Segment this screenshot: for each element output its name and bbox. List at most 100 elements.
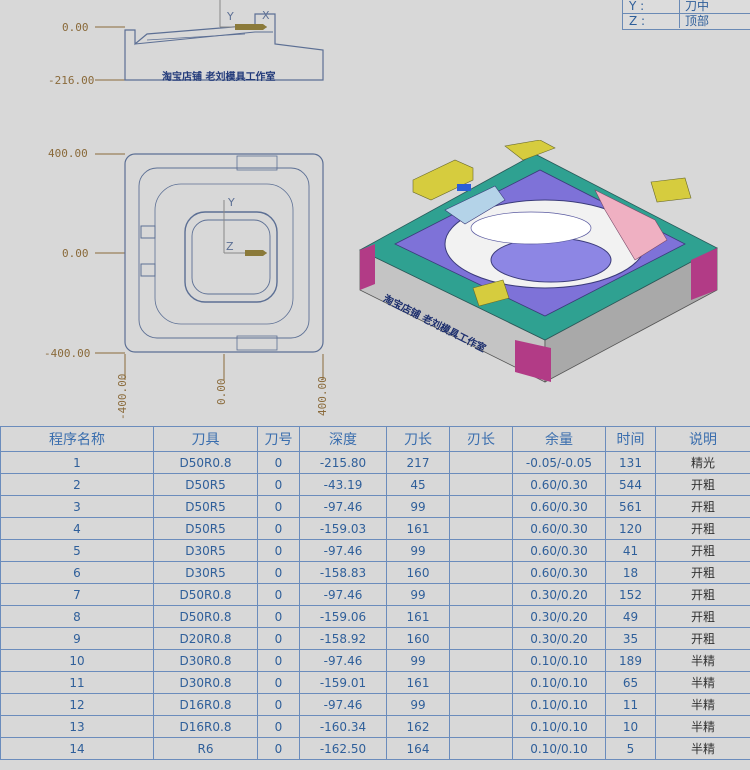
cell-tool-number: 0 [257,627,300,650]
cell-tool: D30R0.8 [153,649,258,672]
cell-depth: -159.03 [299,517,387,540]
top-dim-x-400: 400.00 [316,376,329,416]
cell-tool: D50R5 [153,495,258,518]
table-header-row: 程序名称刀具刀号深度刀长刃长余量时间说明 [0,426,750,452]
cell-program-name: 3 [0,495,154,518]
cell-flute-length [449,715,513,738]
cell-tool: D50R0.8 [153,605,258,628]
cell-tool-number: 0 [257,649,300,672]
cell-flute-length [449,693,513,716]
cell-description: 开粗 [655,583,750,606]
cell-tool-length: 161 [386,517,450,540]
cell-depth: -43.19 [299,473,387,496]
cell-tool-length: 161 [386,605,450,628]
cell-stock: 0.60/0.30 [512,473,606,496]
cell-stock: 0.10/0.10 [512,737,606,760]
top-dim-y-neg400: -400.00 [44,347,91,360]
top-dim-y-400: 400.00 [48,147,88,160]
cell-tool: D16R0.8 [153,715,258,738]
cell-time: 544 [605,473,656,496]
cell-tool-length: 161 [386,671,450,694]
cell-tool-length: 99 [386,539,450,562]
cell-flute-length [449,649,513,672]
cell-depth: -97.46 [299,583,387,606]
cell-description: 精光 [655,451,750,474]
cell-stock: 0.30/0.20 [512,605,606,628]
cell-program-name: 2 [0,473,154,496]
cell-depth: -97.46 [299,495,387,518]
top-dim-y-0: 0.00 [62,247,89,260]
cell-depth: -215.80 [299,451,387,474]
cell-flute-length [449,627,513,650]
cell-tool-length: 160 [386,627,450,650]
cell-tool: D50R5 [153,517,258,540]
cell-stock: 0.10/0.10 [512,671,606,694]
front-view-drawing [95,0,324,81]
header-flute-length: 刃长 [449,426,513,452]
top-view-drawing [95,153,324,380]
cell-tool: D20R0.8 [153,627,258,650]
cell-flute-length [449,583,513,606]
coordinate-legend: Y : 刀中 Z : 顶部 [622,0,750,30]
cell-depth: -159.06 [299,605,387,628]
cell-stock: 0.60/0.30 [512,495,606,518]
cell-flute-length [449,737,513,760]
cell-tool-number: 0 [257,583,300,606]
cell-depth: -158.92 [299,627,387,650]
cell-tool-number: 0 [257,561,300,584]
cell-time: 131 [605,451,656,474]
cell-description: 半精 [655,715,750,738]
header-tool-number: 刀号 [257,426,300,452]
cell-time: 41 [605,539,656,562]
cell-tool-number: 0 [257,605,300,628]
cell-tool: D16R0.8 [153,693,258,716]
cell-description: 半精 [655,737,750,760]
cell-stock: 0.10/0.10 [512,693,606,716]
cell-stock: 0.30/0.20 [512,583,606,606]
legend-value: 顶部 [685,14,710,28]
cell-time: 35 [605,627,656,650]
cell-stock: 0.10/0.10 [512,649,606,672]
cell-time: 5 [605,737,656,760]
cell-depth: -162.50 [299,737,387,760]
cell-depth: -160.34 [299,715,387,738]
header-description: 说明 [655,426,750,452]
cell-time: 561 [605,495,656,518]
header-tool-length: 刀长 [386,426,450,452]
cell-tool: D50R0.8 [153,451,258,474]
header-time: 时间 [605,426,656,452]
cell-depth: -97.46 [299,649,387,672]
cell-depth: -158.83 [299,561,387,584]
top-dim-x-0: 0.00 [215,378,228,406]
cell-time: 189 [605,649,656,672]
cell-program-name: 1 [0,451,154,474]
cell-tool-length: 164 [386,737,450,760]
front-axis-x: X [262,9,270,22]
cell-tool-length: 99 [386,649,450,672]
header-tool: 刀具 [153,426,258,452]
cell-time: 49 [605,605,656,628]
cell-flute-length [449,605,513,628]
cell-stock: -0.05/-0.05 [512,451,606,474]
cell-tool-length: 160 [386,561,450,584]
cell-stock: 0.30/0.20 [512,627,606,650]
top-axis-y: Y [228,196,235,209]
front-dim-top: 0.00 [62,21,89,34]
cell-time: 18 [605,561,656,584]
cell-tool-number: 0 [257,539,300,562]
cell-flute-length [449,671,513,694]
cell-flute-length [449,451,513,474]
cell-flute-length [449,561,513,584]
cell-tool-number: 0 [257,495,300,518]
front-watermark: 淘宝店铺 老刘模具工作室 [162,72,276,83]
cell-flute-length [449,495,513,518]
cell-program-name: 14 [0,737,154,760]
cell-time: 152 [605,583,656,606]
front-axis-y: Y [227,10,234,23]
